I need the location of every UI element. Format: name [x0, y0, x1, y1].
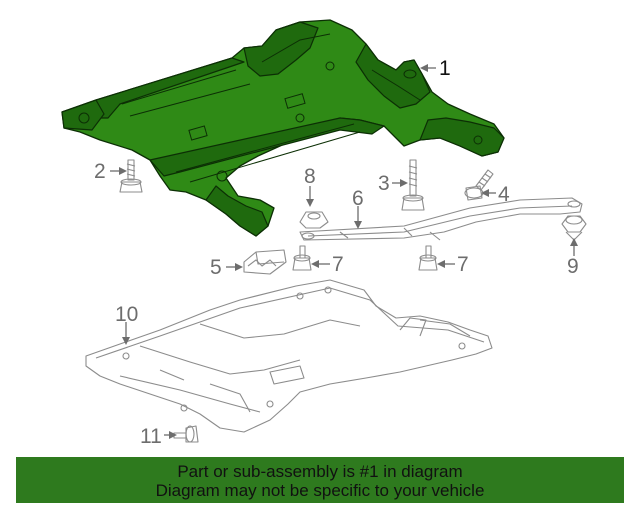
bracket-part-5[interactable]: [243, 249, 287, 275]
callout-2: 2: [94, 160, 106, 183]
banner-line-1: Part or sub-assembly is #1 in diagram: [177, 462, 463, 481]
callout-11: 11: [140, 425, 162, 448]
callout-5: 5: [210, 256, 222, 279]
callout-1: 1: [439, 57, 451, 80]
callout-8: 8: [304, 165, 316, 188]
callout-6: 6: [352, 187, 364, 210]
bolt-part-7-left[interactable]: [292, 245, 312, 271]
crossmember-part-1[interactable]: [61, 19, 505, 237]
bolt-part-2[interactable]: [119, 159, 143, 193]
parts-diagram: [61, 19, 587, 443]
underbody-shield-part-10[interactable]: [85, 279, 493, 433]
bolt-part-7-right[interactable]: [418, 245, 438, 271]
bolt-part-3[interactable]: [401, 159, 425, 211]
callout-10: 10: [115, 303, 139, 326]
banner-line-2: Diagram may not be specific to your vehi…: [155, 481, 485, 500]
leader-lines: [110, 64, 578, 439]
callout-7-right: 7: [457, 253, 469, 276]
mount-part-9[interactable]: [561, 215, 587, 241]
reinforcement-bar-part-6[interactable]: [299, 197, 583, 241]
nut-part-8[interactable]: [299, 211, 329, 229]
callout-9: 9: [567, 255, 579, 278]
callout-3: 3: [378, 172, 390, 195]
callout-4: 4: [498, 183, 510, 206]
callout-7-left: 7: [332, 253, 344, 276]
bolt-part-11[interactable]: [173, 425, 199, 443]
disclaimer-banner: Part or sub-assembly is #1 in diagram Di…: [16, 457, 624, 503]
